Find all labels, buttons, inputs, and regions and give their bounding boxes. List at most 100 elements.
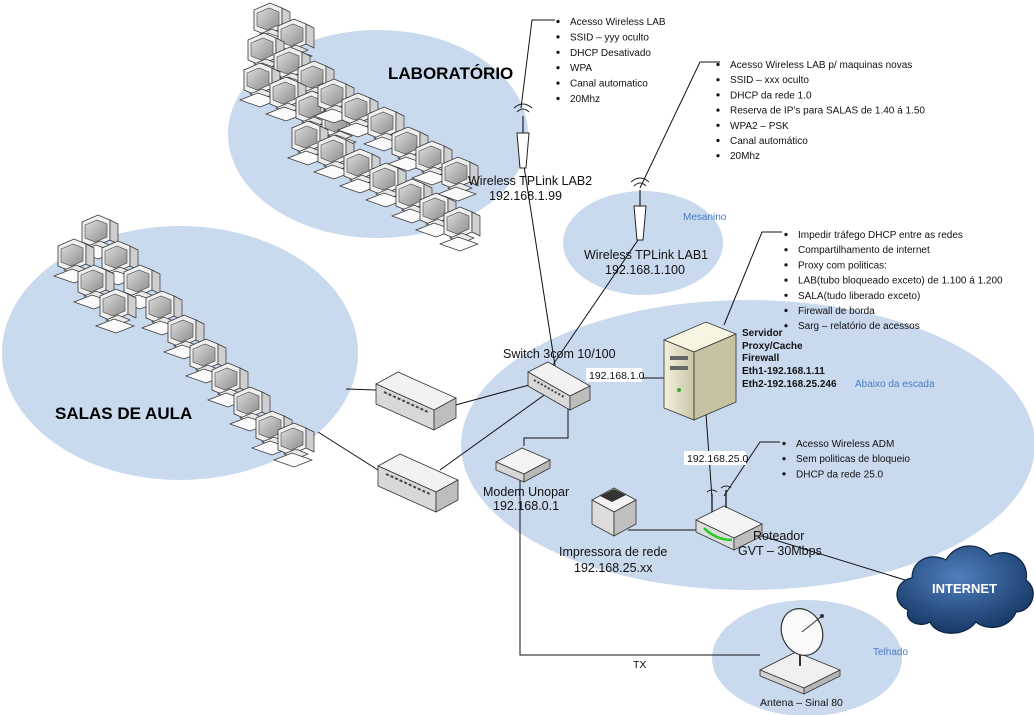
note-bullet <box>716 78 720 82</box>
note-server-1: Compartilhamento de internet <box>798 245 930 256</box>
server-line-1: Servidor <box>742 328 783 339</box>
router-detail: GVT – 30Mbps <box>738 544 822 558</box>
link-router-internet <box>761 535 906 581</box>
note-bullet <box>784 263 788 267</box>
lab1-ip: 192.168.1.100 <box>605 263 685 277</box>
notes-router: Acesso Wireless ADM Sem politicas de bloq… <box>782 439 910 480</box>
link-label-tx: TX <box>633 659 646 671</box>
link-lab1-switch <box>547 239 639 373</box>
antenna-icon <box>759 608 841 695</box>
note-lab2-4: Canal automatico <box>570 79 648 90</box>
zone-title-salas: SALAS DE AULA <box>55 404 192 423</box>
lab1-name: Wireless TPLink LAB1 <box>584 248 708 262</box>
note-server-2: Proxy com politicas: <box>798 260 887 271</box>
note-bullet <box>556 66 560 70</box>
server-icon <box>662 321 738 421</box>
link-modem-antenna <box>519 478 760 656</box>
server-line-3: Firewall <box>742 353 779 364</box>
callout-router <box>723 441 780 497</box>
note-lab1-0: Acesso Wireless LAB p/ maquinas novas <box>730 60 912 71</box>
modem-name: Modem Unopar <box>483 485 569 499</box>
lab2-ip: 192.168.1.99 <box>489 189 562 203</box>
note-bullet <box>556 81 560 85</box>
note-bullet <box>556 19 560 24</box>
link-label-server-router: 192.168.25.0 <box>687 453 748 465</box>
note-bullet <box>784 308 788 313</box>
note-bullet <box>556 96 560 101</box>
note-lab1-3: Reserva de IP’s para SALAS de 1.40 á 1.5… <box>730 106 925 117</box>
note-server-0: Impedir tráfego DHCP entre as redes <box>798 230 963 241</box>
zone-tag-telhado: Telhado <box>873 647 908 658</box>
note-bullet <box>784 324 788 328</box>
note-lab1-5: Canal automático <box>730 136 808 147</box>
note-router-0: Acesso Wireless ADM <box>796 439 894 450</box>
note-server-6: Sarg – relatório de acessos <box>798 321 920 332</box>
lab2-name: Wireless TPLink LAB2 <box>468 174 592 188</box>
note-server-3: LAB(tubo bloqueado exceto) de 1.100 á 1.… <box>798 276 1003 287</box>
internet-label: INTERNET <box>932 581 997 596</box>
switch-name: Switch 3com 10/100 <box>503 347 616 361</box>
note-router-1: Sem politicas de bloqueio <box>796 454 910 465</box>
callout-lab1 <box>639 61 720 189</box>
note-bullet <box>784 232 788 237</box>
link-label-server-switch: 192.168.1.0 <box>589 370 645 382</box>
switch-icon <box>527 361 591 411</box>
server-line-5: Eth2-192.168.25.246 <box>742 379 837 390</box>
note-bullet <box>556 35 560 39</box>
wireless-lab1-icon <box>630 177 650 241</box>
link-switch-hub2 <box>439 387 555 471</box>
hub-2 <box>377 453 459 513</box>
router-name: Roteador <box>753 529 804 543</box>
note-bullet <box>716 108 720 112</box>
note-bullet <box>782 441 786 446</box>
notes-server: Impedir tráfego DHCP entre as redesCompa… <box>784 230 1003 332</box>
note-bullet <box>556 50 560 54</box>
callout-lab2 <box>520 19 555 109</box>
modem-ip: 192.168.0.1 <box>493 499 559 513</box>
server-line-4: Eth1-192.168.1.11 <box>742 366 825 377</box>
note-bullet <box>716 123 720 127</box>
modem-icon <box>495 447 551 483</box>
note-lab2-0: Acesso Wireless LAB <box>570 17 666 28</box>
note-lab2-5: 20Mhz <box>570 94 600 105</box>
router-icon <box>695 485 763 551</box>
zone-tag-escada: Abaixo da escada <box>855 379 935 390</box>
link-switch-modem <box>523 408 569 446</box>
mesanino-zone <box>563 191 723 295</box>
server-line-2: Proxy/Cache <box>742 341 803 352</box>
note-bullet <box>716 93 720 97</box>
hub-1 <box>375 371 457 431</box>
notes-lab1: Acesso Wireless LAB p/ maquinas novasSSI… <box>716 60 925 162</box>
notes-lab2: Acesso Wireless LAB SSID – yyy ocultoDHCP… <box>556 17 666 105</box>
note-lab1-1: SSID – xxx oculto <box>730 75 809 86</box>
text-layer: LABORATÓRIO SALAS DE AULA Mesanino Abaix… <box>55 64 997 709</box>
note-server-5: Firewall de borda <box>798 306 875 317</box>
wireless-lab2-icon <box>513 103 533 169</box>
note-lab1-6: 20Mhz <box>730 151 760 162</box>
note-bullet <box>716 62 720 67</box>
link-lab2-switch <box>522 159 557 373</box>
note-server-4: SALA(tudo liberado exceto) <box>798 291 920 302</box>
note-bullet <box>716 154 720 158</box>
note-lab1-4: WPA2 – PSK <box>730 121 789 132</box>
note-bullet <box>784 248 788 252</box>
note-bullet <box>782 457 786 461</box>
printer-name: Impressora de rede <box>559 545 667 559</box>
note-bullet <box>784 293 788 297</box>
note-lab1-2: DHCP da rede 1.0 <box>730 90 812 101</box>
antenna-name: Antena – Sinal 80 <box>760 697 843 709</box>
note-bullet <box>784 278 788 282</box>
link-switch-hub1 <box>451 381 541 407</box>
printer-ip: 192.168.25.xx <box>574 561 653 575</box>
zone-tag-mesanino: Mesanino <box>683 212 727 223</box>
note-lab2-1: SSID – yyy oculto <box>570 32 649 43</box>
internet-cloud-icon <box>896 545 1034 634</box>
link-salas-hub2 <box>317 431 379 471</box>
printer-icon <box>591 487 637 537</box>
note-bullet <box>782 472 786 476</box>
callout-server <box>723 231 782 326</box>
note-lab2-3: WPA <box>570 63 592 74</box>
note-router-2: DHCP da rede 25.0 <box>796 469 884 480</box>
note-lab2-2: DHCP Desativado <box>570 48 651 59</box>
